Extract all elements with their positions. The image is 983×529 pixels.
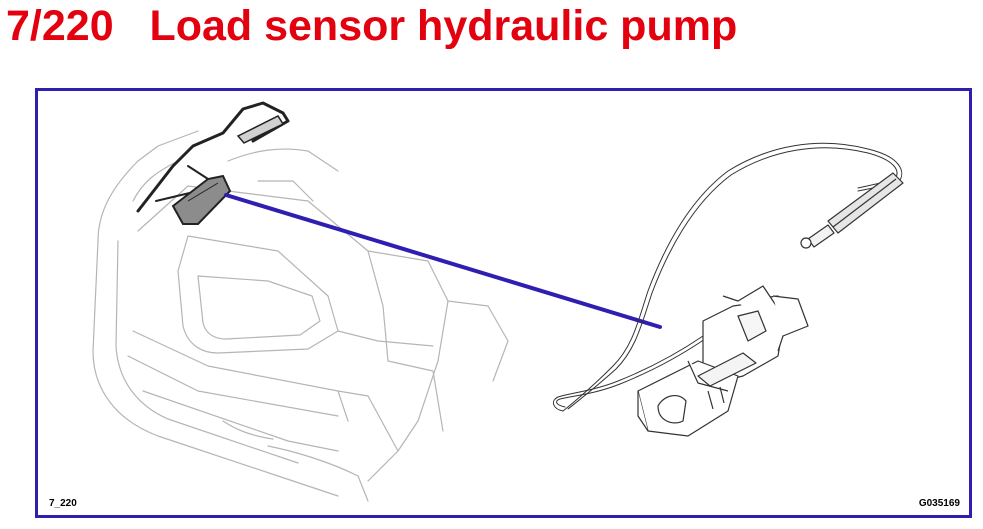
pump-location-highlight xyxy=(171,174,232,225)
strut-rod xyxy=(236,115,285,144)
figure-ref-right: G035169 xyxy=(918,498,960,509)
page-title: 7/220 Load sensor hydraulic pump xyxy=(6,2,738,50)
detail-cable xyxy=(552,142,903,412)
car-rear-outline xyxy=(92,130,509,502)
detail-sensor-rod xyxy=(800,172,904,249)
figure-ref-left: 7_220 xyxy=(49,498,77,509)
leader-line xyxy=(224,193,662,329)
illustration-frame: 7_220 G035169 xyxy=(35,88,972,518)
illustration xyxy=(92,101,904,502)
detail-pump xyxy=(637,285,809,437)
